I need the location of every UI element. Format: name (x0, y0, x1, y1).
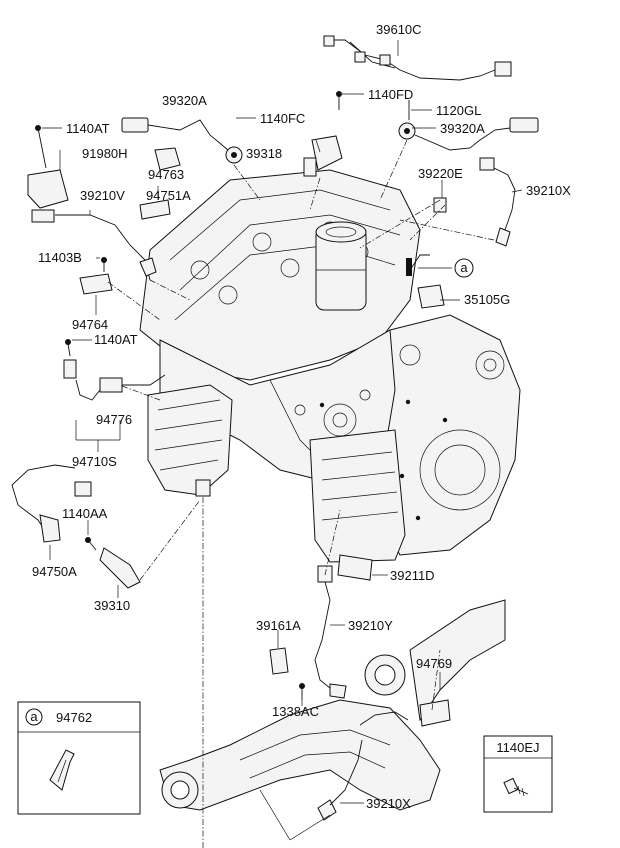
inset-a-text: a (30, 709, 38, 724)
cam-sensor-39318 (303, 91, 343, 177)
knock-sensor-right (398, 100, 539, 151)
leader-lines (107, 139, 495, 848)
bolt-11403B (79, 257, 113, 295)
label-1140AT-mid: 1140AT (94, 332, 138, 347)
crank-sensor-39310 (85, 537, 141, 589)
callout-a-text: a (460, 260, 468, 275)
bracket-91980H (27, 125, 157, 281)
label-39210X-bottom: 39210X (366, 796, 411, 811)
label-1140FD: 1140FD (368, 87, 413, 102)
callout-a: a (454, 258, 474, 278)
catalytic-converter (147, 384, 233, 497)
label-39320A-top: 39320A (162, 93, 207, 108)
bracket-35105G (406, 254, 445, 309)
label-39161A: 39161A (256, 618, 301, 633)
label-94710S: 94710S (72, 454, 117, 469)
part-labels: 39610C 1140FD 39320A 1140FC 1120GL 1140A… (32, 22, 571, 811)
label-1140AA: 1140AA (62, 506, 108, 521)
bolt-1140EJ-icon (503, 777, 529, 797)
label-1140AT-top: 1140AT (66, 121, 110, 136)
label-39210V: 39210V (80, 188, 125, 203)
label-94769: 94769 (416, 656, 452, 671)
oil-filter (315, 221, 367, 311)
exhaust-pipe (159, 599, 506, 821)
label-39310: 39310 (94, 598, 130, 613)
engine-assembly (139, 169, 521, 563)
label-94751A: 94751A (146, 188, 191, 203)
label-39320A-right: 39320A (440, 121, 485, 136)
label-11403B: 11403B (38, 250, 82, 265)
knock-sensor-top (121, 117, 243, 164)
label-leaders (42, 40, 523, 841)
label-39318: 39318 (246, 146, 282, 161)
label-94776: 94776 (96, 412, 132, 427)
bracket-39161A (269, 647, 305, 700)
oxygen-sensor-39210Y (314, 554, 373, 699)
label-94762: 94762 (56, 710, 92, 725)
label-39220E: 39220E (418, 166, 463, 181)
label-94764: 94764 (72, 317, 108, 332)
oxygen-sensor-top (433, 157, 516, 247)
label-94763: 94763 (148, 167, 184, 182)
label-39210Y: 39210Y (348, 618, 393, 633)
label-1338AC: 1338AC (272, 704, 319, 719)
clip-94762-icon (49, 749, 75, 791)
label-39211D: 39211D (390, 568, 435, 583)
label-1140EJ: 1140EJ (496, 740, 539, 755)
label-94750A: 94750A (32, 564, 77, 579)
label-35105G: 35105G (464, 292, 510, 307)
harness-39610C (323, 35, 512, 81)
label-91980H: 91980H (82, 146, 128, 161)
label-39610C: 39610C (376, 22, 422, 37)
inset-94762: a 94762 (17, 701, 141, 815)
inset-1140EJ: 1140EJ (483, 735, 553, 813)
label-1140FC: 1140FC (260, 111, 305, 126)
label-39210X-top: 39210X (526, 183, 571, 198)
bracket-94763 (139, 147, 181, 220)
oxygen-sensor-94710S (63, 339, 166, 401)
oxygen-sensor-94750A (11, 464, 92, 543)
label-1120GL: 1120GL (436, 103, 481, 118)
